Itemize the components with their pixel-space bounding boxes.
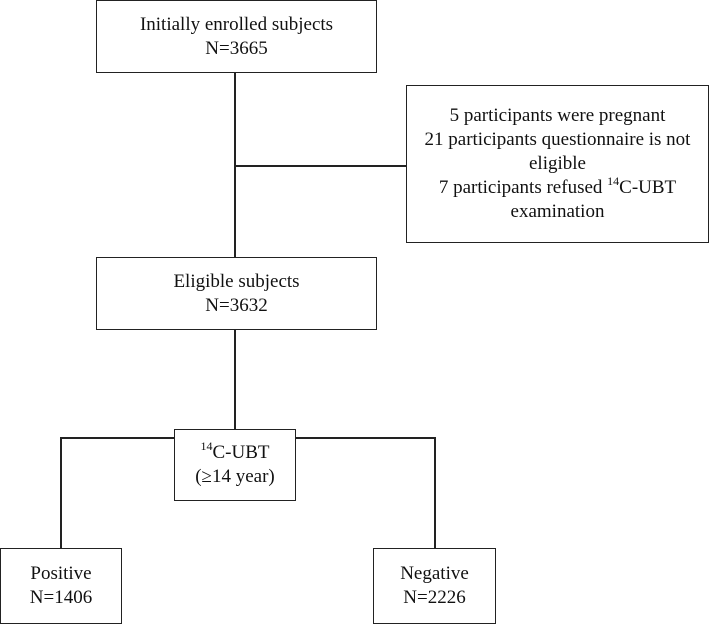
test-label: 14C-UBT [200,438,270,465]
connector-to-exclusion [234,165,407,167]
connector-eligible-to-test [234,329,236,430]
eligible-box: Eligible subjects N=3632 [96,257,377,330]
negative-title: Negative [400,563,469,584]
positive-box: Positive N=1406 [0,548,122,624]
enrolled-title: Initially enrolled subjects [139,13,334,35]
exclusion-refused-superscript: 14 [607,173,620,188]
positive-title: Positive [30,563,92,584]
negative-count: N=2226 [403,587,466,608]
test-name: C-UBT [212,442,270,463]
exclusion-line-eligible: eligible [529,153,586,174]
exclusion-refused-suffix: C-UBT [619,177,677,198]
exclusion-refused-prefix: 7 participants refused [438,177,608,198]
negative-box: Negative N=2226 [373,548,496,624]
test-box: 14C-UBT (≥14 year) [174,429,296,501]
connector-test-left [60,437,175,439]
exclusion-line-pregnant: 5 participants were pregnant [449,105,666,126]
connector-to-negative [434,437,436,549]
test-age: (≥14 year) [195,466,275,487]
enrolled-count: N=3665 [205,37,268,59]
connector-test-right [295,437,436,439]
exclusion-line-refused: 7 participants refused 14C-UBT [438,173,677,200]
connector-to-positive [60,437,62,549]
eligible-title: Eligible subjects [173,270,300,292]
test-superscript: 14 [200,438,213,453]
exclusion-line-questionnaire: 21 participants questionnaire is not [424,129,691,150]
exclusion-box: 5 participants were pregnant 21 particip… [406,85,709,243]
positive-count: N=1406 [29,587,93,608]
exclusion-line-examination: examination [510,201,605,222]
enrolled-box: Initially enrolled subjects N=3665 [96,0,377,73]
eligible-count: N=3632 [205,294,268,316]
